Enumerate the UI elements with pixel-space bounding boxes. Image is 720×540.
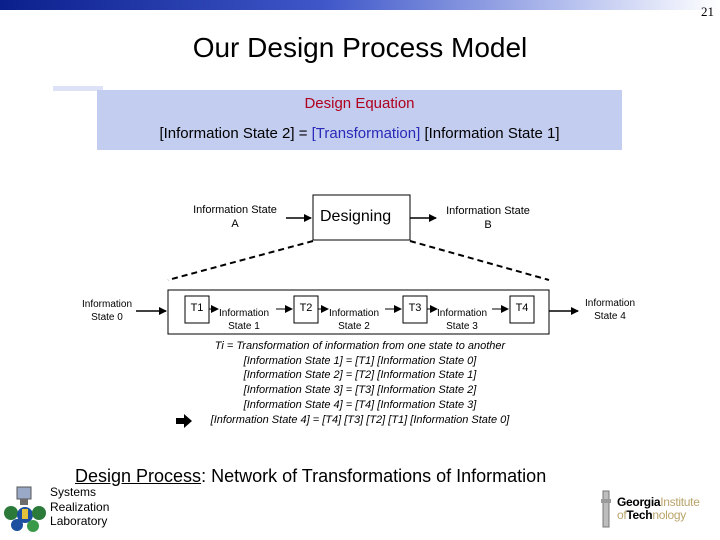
state2-line1: Information: [328, 308, 380, 319]
equation-accent-bar: [53, 86, 103, 91]
state1-label: Information State 1: [212, 307, 276, 333]
srl-initial-r: R: [50, 499, 59, 514]
state2-line2: State 2: [338, 321, 370, 332]
design-process-summary: Design Process: Network of Transformatio…: [75, 466, 546, 487]
dashed-expansion-right: [409, 240, 550, 281]
equation-line: [Information State 2] = [Transformation]…: [97, 125, 622, 142]
gt-word-institute: Institute: [660, 495, 700, 509]
srl-logo-icon: [4, 486, 46, 532]
t2-box: [293, 295, 319, 324]
srl-line-2: Realization: [50, 500, 109, 515]
state-b-label: Information State B: [433, 204, 543, 233]
equation-heading: Design Equation: [304, 95, 415, 112]
srl-lab-name: Systems Realization Laboratory: [50, 485, 109, 529]
t3-label: T3: [408, 302, 422, 314]
page-number: 21: [701, 4, 714, 19]
note-equation-3: [Information State 3] = [T3] [Informatio…: [243, 384, 477, 397]
gt-line-1: GeorgiaInstitute: [617, 495, 700, 509]
state-b-line1: Information State: [446, 205, 530, 217]
top-gradient-bar: [0, 0, 720, 10]
srl-line-3: Laboratory: [50, 514, 109, 529]
t1-label: T1: [190, 302, 204, 314]
srl-line-1: Systems: [50, 485, 109, 500]
summary-rest: : Network of Transformations of Informat…: [201, 466, 547, 486]
state-a-line1: Information State: [193, 204, 277, 216]
equation-left: [Information State 2] =: [159, 125, 312, 142]
t2-label: T2: [299, 302, 313, 314]
note-equation-2: [Information State 2] = [T2] [Informatio…: [243, 369, 477, 382]
state0-label: Information State 0: [72, 298, 142, 324]
state0-line2: State 0: [91, 312, 123, 323]
dashed-expansion-left: [167, 240, 314, 281]
equation-right: [Information State 1]: [420, 125, 560, 142]
georgia-tech-logo: GeorgiaInstitute ofTechnology: [597, 489, 709, 529]
state1-line2: State 1: [228, 321, 260, 332]
t1-box: [184, 295, 210, 324]
state2-label: Information State 2: [322, 307, 386, 333]
note-equation-1: [Information State 1] = [T1] [Informatio…: [243, 354, 477, 367]
t4-box: [509, 295, 535, 324]
srl-rest-1: ystems: [58, 485, 97, 499]
note-definition: Ti = Transformation of information from …: [214, 340, 506, 352]
t3-box: [402, 295, 428, 324]
slide-title: Our Design Process Model: [192, 32, 528, 63]
state3-line1: Information: [436, 308, 488, 319]
state3-label: Information State 3: [430, 307, 494, 333]
gt-word-tech: Tech: [626, 508, 653, 522]
designing-box: [312, 194, 411, 241]
state3-line2: State 3: [446, 321, 478, 332]
gt-line-2: ofTechnology: [617, 508, 686, 522]
tech-tower-icon: [601, 490, 611, 528]
gt-word-georgia: Georgia: [617, 495, 661, 509]
state0-line1: Information: [81, 299, 133, 310]
state4-line2: State 4: [594, 311, 626, 322]
arrow-bullet-icon: [176, 414, 192, 428]
state-a-line2: A: [231, 218, 239, 231]
srl-initial-s: S: [50, 485, 59, 499]
t4-label: T4: [515, 302, 529, 314]
state4-label: Information State 4: [575, 297, 645, 323]
note-equation-combined: [Information State 4] = [T4] [T3] [T2] […: [210, 413, 510, 426]
equation-box: [97, 90, 622, 150]
state-b-line2: B: [484, 219, 492, 232]
state4-line1: Information: [584, 298, 636, 309]
state1-line1: Information: [218, 308, 270, 319]
srl-initial-l: L: [50, 514, 57, 528]
gt-word-of: of: [617, 508, 627, 522]
transformation-notes: Ti = Transformation of information from …: [150, 339, 570, 427]
designing-label: Designing: [320, 208, 392, 225]
state-a-label: Information State A: [180, 203, 290, 232]
srl-rest-3: aboratory: [56, 514, 108, 528]
srl-rest-2: ealization: [58, 499, 110, 514]
note-equation-4: [Information State 4] = [T4] [Informatio…: [243, 398, 477, 411]
summary-underlined: Design Process: [75, 466, 202, 486]
detail-process-box: [167, 289, 550, 335]
gt-word-nology: nology: [652, 508, 686, 522]
equation-transformation: [Transformation]: [311, 125, 421, 142]
